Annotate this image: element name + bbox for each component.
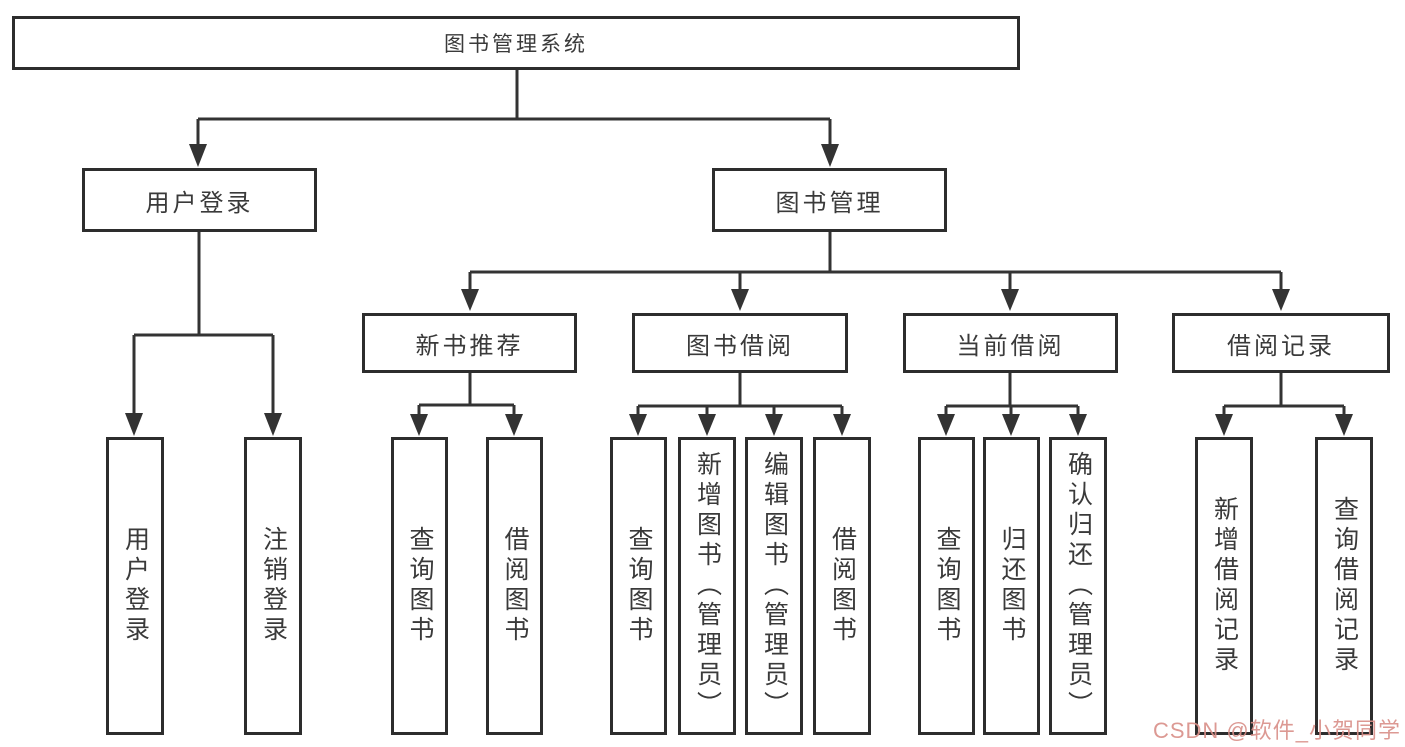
leaf-label: 新增借阅记录 (1210, 496, 1239, 676)
connector-current-borrow (944, 373, 1080, 420)
connector-root (196, 70, 832, 150)
node-book-management: 图书管理 (712, 168, 947, 232)
leaf-current-confirm-return-admin: 确认归还（管理员） (1049, 437, 1107, 735)
leaf-borrow-add-books-admin: 新增图书（管理员） (678, 437, 736, 735)
leaf-label: 确认归还（管理员） (1064, 451, 1093, 721)
connector-borrow-records (1222, 373, 1346, 420)
leaf-label: 查询借阅记录 (1330, 496, 1359, 676)
connector-book-management (468, 232, 1283, 294)
leaf-label: 借阅图书 (501, 526, 529, 646)
leaf-logout: 注销登录 (244, 437, 302, 735)
leaf-label: 新增图书（管理员） (693, 451, 722, 721)
leaf-records-query-record: 查询借阅记录 (1315, 437, 1373, 735)
node-current-borrowing: 当前借阅 (903, 313, 1118, 373)
leaf-label: 查询图书 (406, 526, 434, 646)
leaf-user-login: 用户登录 (106, 437, 164, 735)
leaf-label: 查询图书 (933, 526, 961, 646)
node-borrowing-records: 借阅记录 (1172, 313, 1390, 373)
leaf-label: 用户登录 (121, 526, 150, 646)
leaf-borrow-query-books: 查询图书 (610, 437, 667, 735)
leaf-current-query-books: 查询图书 (918, 437, 975, 735)
connector-new-book (417, 373, 516, 420)
node-new-book-recommendation: 新书推荐 (362, 313, 577, 373)
connector-user-login (132, 232, 275, 418)
node-library-system: 图书管理系统 (12, 16, 1020, 70)
leaf-borrow-borrow-books: 借阅图书 (813, 437, 871, 735)
connector-book-borrow (636, 373, 844, 420)
leaf-label: 注销登录 (259, 526, 288, 646)
leaf-current-return-books: 归还图书 (983, 437, 1040, 735)
leaf-recommend-borrow-books: 借阅图书 (486, 437, 543, 735)
node-user-login: 用户登录 (82, 168, 317, 232)
leaf-label: 查询图书 (625, 526, 653, 646)
leaf-records-add-record: 新增借阅记录 (1195, 437, 1253, 735)
leaf-borrow-edit-books-admin: 编辑图书（管理员） (745, 437, 803, 735)
leaf-label: 归还图书 (998, 526, 1026, 646)
leaf-label: 借阅图书 (828, 526, 857, 646)
leaf-recommend-query-books: 查询图书 (391, 437, 448, 735)
node-book-borrowing: 图书借阅 (632, 313, 848, 373)
leaf-label: 编辑图书（管理员） (760, 451, 789, 721)
